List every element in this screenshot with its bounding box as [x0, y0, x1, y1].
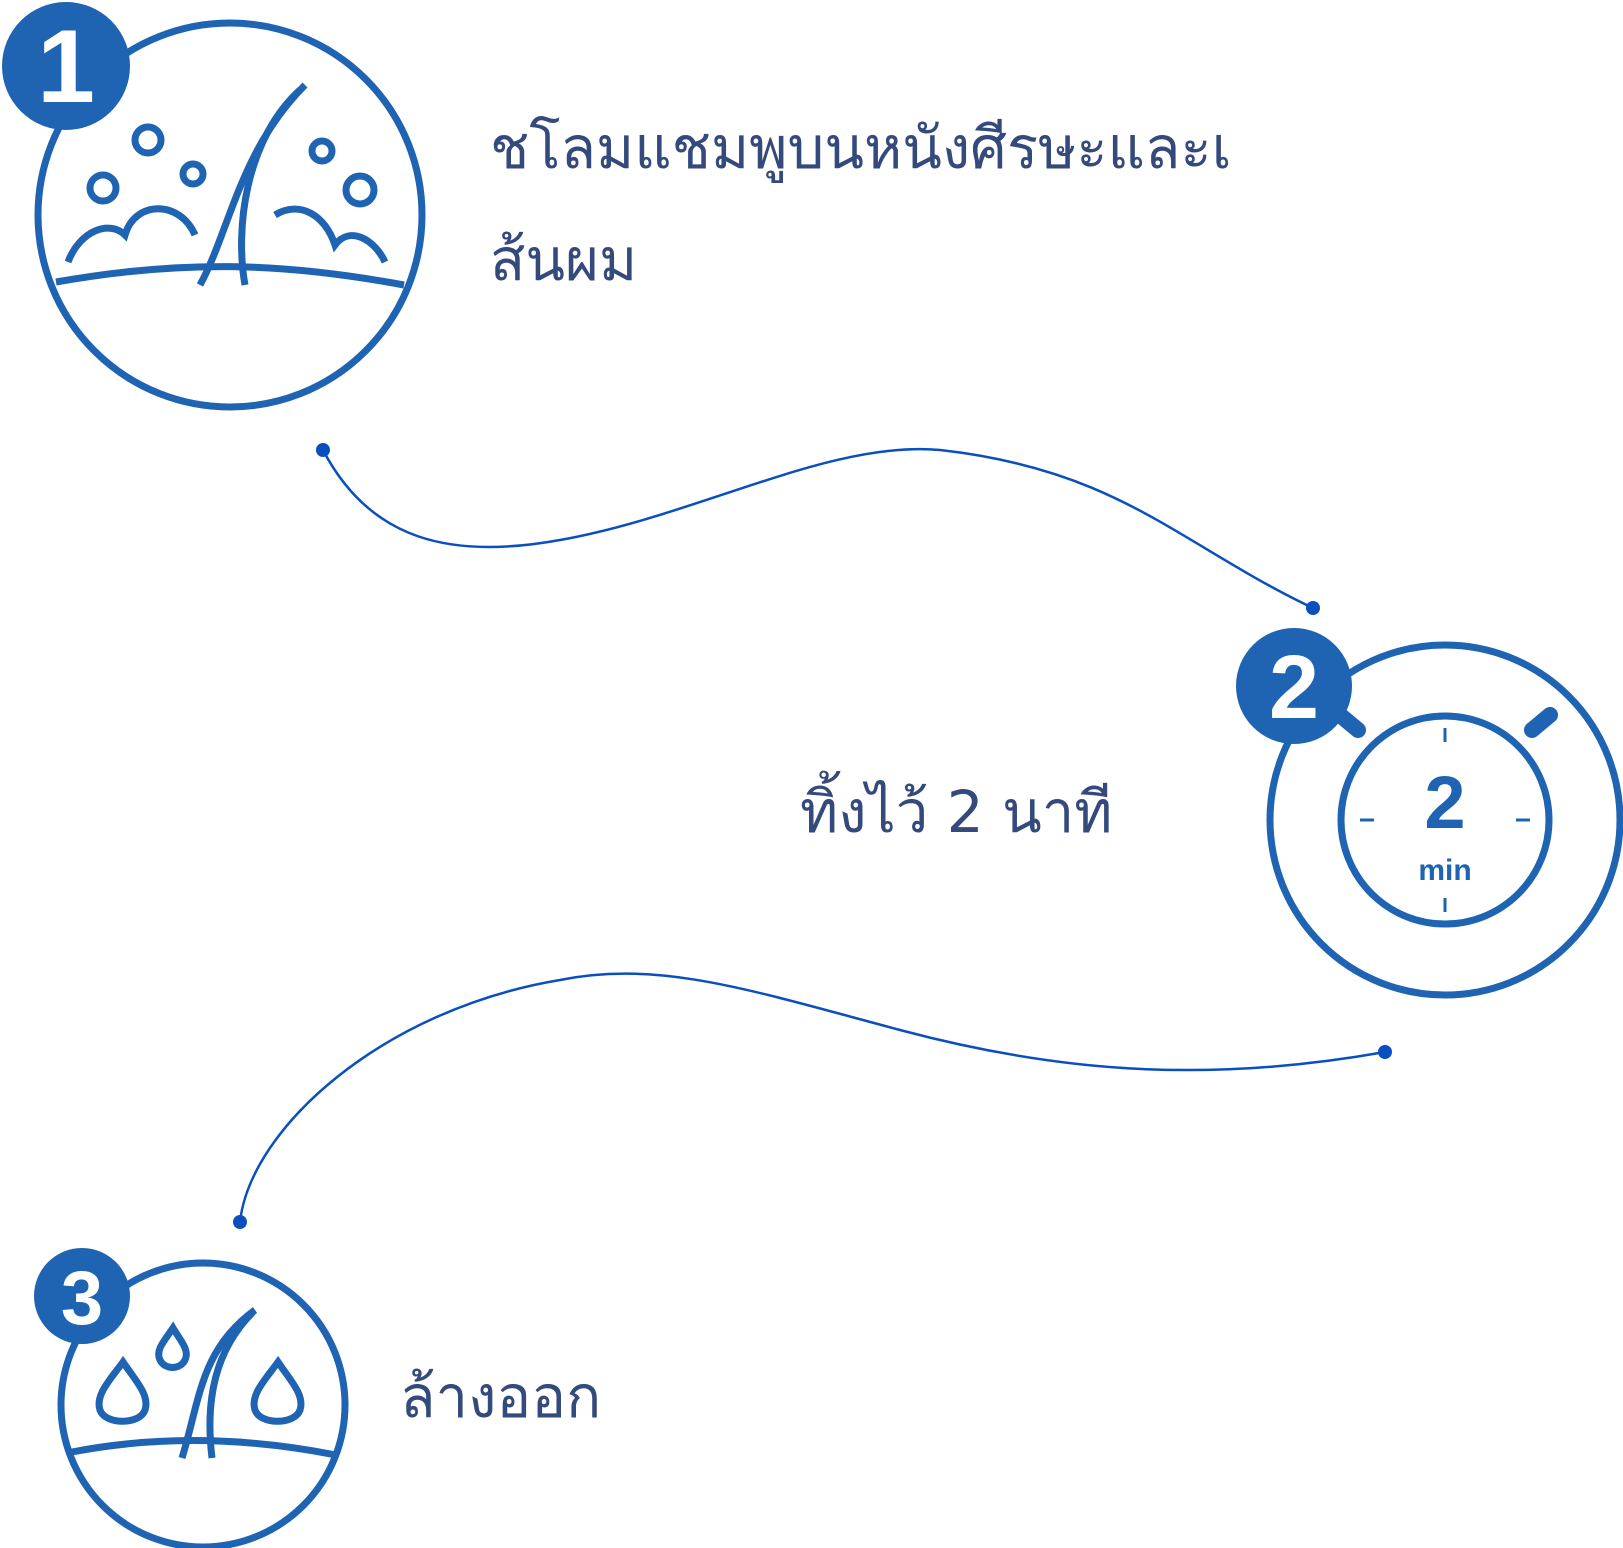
connector-1-2	[321, 447, 1314, 610]
connector-dot	[316, 443, 330, 457]
step-badge-2-number: 2	[1269, 638, 1319, 738]
step-1-text: ชโลมแชมพูบนหนังศีรษะและเ ส้นผม	[490, 96, 1231, 312]
step-badge-2: 2	[1236, 628, 1352, 744]
scalp-rinse-icon	[57, 1259, 349, 1548]
timer-unit: min	[1418, 854, 1471, 887]
step-badge-1: 1	[2, 2, 130, 130]
connector-2-3	[238, 972, 1386, 1223]
connector-dot	[1378, 1045, 1392, 1059]
step-badge-3-number: 3	[61, 1256, 103, 1341]
step-1-text-line-1: ชโลมแชมพูบนหนังศีรษะและเ	[490, 114, 1232, 182]
scalp-foam-icon	[34, 19, 426, 411]
connector-dot	[233, 1215, 247, 1229]
step-3-text: ล้างออก	[400, 1363, 602, 1431]
step-badge-3: 3	[34, 1248, 130, 1344]
step-2-text: ทิ้งไว้ 2 นาที	[800, 778, 1113, 846]
step-1-text-line-2: ส้นผม	[490, 226, 638, 294]
step-badge-1-number: 1	[37, 9, 95, 125]
connector-dot	[1306, 601, 1320, 615]
stopwatch-icon	[1266, 641, 1623, 999]
timer-value: 2	[1424, 761, 1465, 844]
